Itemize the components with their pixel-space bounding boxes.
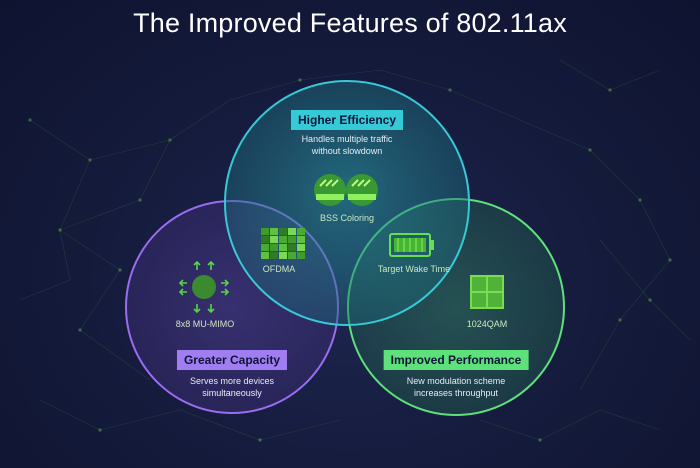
ofdma-cell xyxy=(270,244,278,251)
efficiency-description: Handles multiple traffic without slowdow… xyxy=(267,133,427,157)
efficiency-desc-line2: without slowdown xyxy=(311,146,383,156)
ofdma-cell xyxy=(270,228,278,235)
network-nodes xyxy=(28,78,672,442)
ofdma-cell xyxy=(288,228,296,235)
capacity-description: Serves more devices simultaneously xyxy=(152,375,312,399)
ofdma-cell xyxy=(297,252,305,259)
efficiency-circle xyxy=(224,80,470,326)
mu-mimo-label: 8x8 MU-MIMO xyxy=(175,319,235,329)
ofdma-cell xyxy=(279,236,287,243)
efficiency-heading: Higher Efficiency xyxy=(290,110,404,130)
ofdma-cell xyxy=(297,236,305,243)
capacity-desc-line1: Serves more devices xyxy=(189,376,275,386)
ofdma-cell xyxy=(279,252,287,259)
qam-label: 1024QAM xyxy=(466,319,508,329)
efficiency-desc-line1: Handles multiple traffic xyxy=(301,134,393,144)
capacity-heading: Greater Capacity xyxy=(176,350,288,370)
ofdma-cell xyxy=(261,244,269,251)
ofdma-grid-icon xyxy=(261,228,305,259)
qam-grid-icon xyxy=(470,275,504,309)
ofdma-cell xyxy=(261,236,269,243)
ofdma-cell xyxy=(261,228,269,235)
capacity-desc-line2: simultaneously xyxy=(202,388,262,398)
ofdma-cell xyxy=(288,244,296,251)
performance-desc-line2: increases throughput xyxy=(413,388,499,398)
ofdma-cell xyxy=(270,236,278,243)
bss-coloring-label: BSS Coloring xyxy=(319,213,375,223)
performance-heading: Improved Performance xyxy=(383,350,529,370)
ofdma-cell xyxy=(279,228,287,235)
ofdma-cell xyxy=(288,236,296,243)
ofdma-label: OFDMA xyxy=(262,264,296,274)
mu-mimo-icon xyxy=(178,260,230,314)
battery-icon xyxy=(389,233,434,257)
target-wake-time-label: Target Wake Time xyxy=(377,264,451,274)
bss-coloring-icon xyxy=(314,174,378,206)
ofdma-cell xyxy=(261,252,269,259)
ofdma-cell xyxy=(270,252,278,259)
ofdma-cell xyxy=(297,244,305,251)
ofdma-cell xyxy=(297,228,305,235)
ofdma-cell xyxy=(279,244,287,251)
ofdma-cell xyxy=(288,252,296,259)
performance-description: New modulation scheme increases throughp… xyxy=(376,375,536,399)
performance-desc-line1: New modulation scheme xyxy=(406,376,506,386)
page-title: The Improved Features of 802.11ax xyxy=(133,8,567,38)
